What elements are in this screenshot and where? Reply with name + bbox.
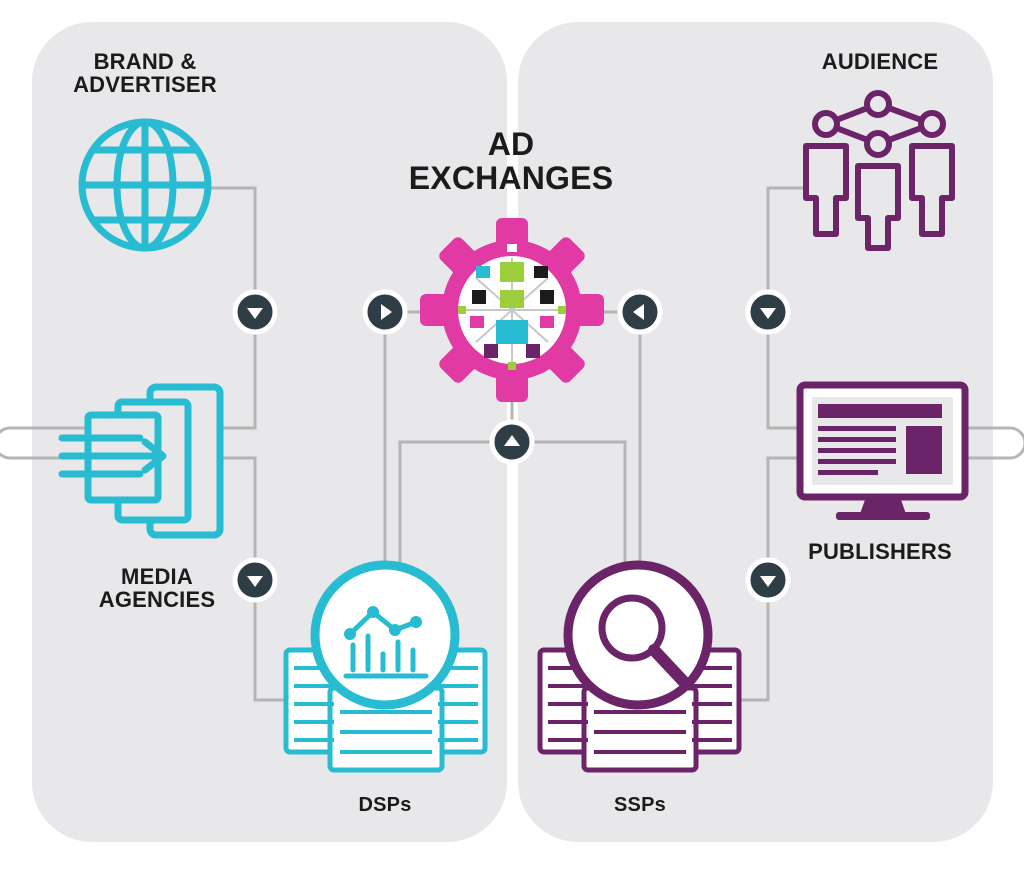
arrow-left-icon	[617, 289, 663, 335]
globe-icon	[78, 118, 212, 252]
server-chart-icon	[283, 560, 488, 773]
brand-advertiser-label: BRAND & ADVERTISER	[73, 49, 217, 98]
gear-network-icon	[420, 218, 604, 402]
ssps-label: SSPs	[614, 794, 666, 816]
arrow-badges	[232, 289, 791, 603]
arrow-down-icon	[745, 557, 791, 603]
monitor-web-page-icon	[796, 381, 969, 520]
arrow-down-icon	[232, 289, 278, 335]
arrow-down-icon	[745, 289, 791, 335]
people-network-icon	[803, 90, 955, 251]
publishers-label: PUBLISHERS	[808, 539, 952, 564]
arrow-right-icon	[362, 289, 408, 335]
stacked-cards-arrow-icon	[58, 383, 224, 539]
media-agencies-label: MEDIA AGENCIES	[98, 564, 216, 613]
ad-exchanges-label: AD EXCHANGES	[408, 126, 614, 196]
dsps-label: DSPs	[358, 794, 412, 816]
arrow-up-icon	[489, 419, 535, 465]
arrow-down-icon	[232, 557, 278, 603]
audience-label: AUDIENCE	[821, 49, 939, 74]
server-magnifier-icon	[537, 560, 742, 773]
